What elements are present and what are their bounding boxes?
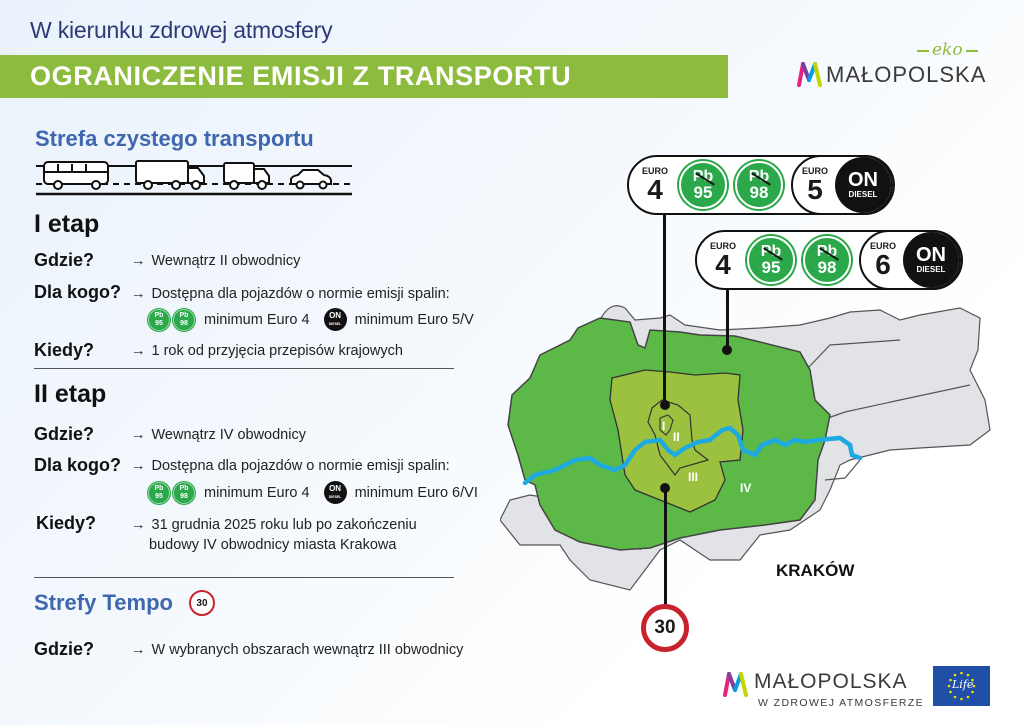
zone-label-ii: II xyxy=(673,430,680,444)
etap2-kiedy-label: Kiedy? xyxy=(36,513,97,533)
krakow-zones-map: I II III IV xyxy=(500,305,991,591)
arrow-right-icon: → xyxy=(131,253,146,269)
arrow-right-icon: → xyxy=(131,343,146,359)
logo-name: MAŁOPOLSKA xyxy=(826,62,987,87)
etap1-kiedy-label: Kiedy? xyxy=(34,340,95,360)
etap2-diesel-norm: minimum Euro 6/VI xyxy=(354,484,478,501)
logo-name: MAŁOPOLSKA xyxy=(754,670,908,693)
speed-limit-30-icon: 30 xyxy=(188,590,215,616)
eko-label: eko xyxy=(914,40,981,60)
arrow-right-icon: → xyxy=(131,642,146,658)
callout-line-etap1 xyxy=(663,210,666,406)
tempo-gdzie-answer: →W wybranych obszarach wewnątrz III obwo… xyxy=(131,642,464,658)
logo-subtitle: W ZDROWEJ ATMOSFERZE xyxy=(758,697,925,709)
etap1-gdzie-label: Gdzie? xyxy=(34,250,95,270)
arrow-right-icon: → xyxy=(131,286,146,302)
malopolska-m-icon xyxy=(723,672,748,697)
etap2-petrol-norm: minimum Euro 4 xyxy=(204,484,310,501)
subtitle: W kierunku zdrowej atmosfery xyxy=(30,17,333,43)
zone-i xyxy=(659,414,674,436)
divider xyxy=(34,577,454,578)
eu-stars-icon xyxy=(947,671,976,701)
etap1-kiedy-answer: →1 rok od przyjęcia przepisów krajowych xyxy=(131,343,403,359)
etap1-dla-kogo-label: Dla kogo? xyxy=(34,282,122,302)
etap1-title: I etap xyxy=(34,210,100,238)
etap2-gdzie-label: Gdzie? xyxy=(34,424,95,444)
zone-label-iii: III xyxy=(688,470,698,484)
arrow-right-icon: → xyxy=(131,427,146,443)
diesel-euro-norm: EURO 6 xyxy=(869,241,896,280)
etap1-diesel-norm: minimum Euro 5/V xyxy=(354,311,474,328)
etap2-kiedy-answer: →31 grudnia 2025 roku lub po zakończeniu… xyxy=(131,517,417,553)
etap1-petrol-norm: minimum Euro 4 xyxy=(204,311,310,328)
petrol-euro-norm: EURO 4 xyxy=(709,241,736,280)
malopolska-m-icon xyxy=(797,62,822,87)
petrol-euro-norm: EURO 4 xyxy=(641,166,668,205)
divider xyxy=(34,368,454,369)
etap2-dla-kogo-label: Dla kogo? xyxy=(34,455,122,475)
city-label: KRAKÓW xyxy=(776,561,855,580)
vehicles-road-illustration xyxy=(36,160,352,196)
etap1-gdzie-answer: →Wewnątrz II obwodnicy xyxy=(131,253,301,269)
eu-life-logo: Life xyxy=(933,666,990,706)
etap2-title: II etap xyxy=(34,380,107,408)
arrow-right-icon: → xyxy=(131,517,146,533)
life-label: Life xyxy=(952,678,974,691)
callout-line-tempo xyxy=(664,488,667,606)
speed-limit-30-sign: 30 xyxy=(641,604,689,652)
van-icon xyxy=(223,162,270,190)
car-icon xyxy=(290,169,332,190)
callout-line-etap2 xyxy=(726,285,729,351)
arrow-right-icon: → xyxy=(131,458,146,474)
eko-malopolska-logo: eko MAŁOPOLSKA xyxy=(796,40,996,95)
section-title-strefa: Strefa czystego transportu xyxy=(35,126,314,151)
page-title-banner: OGRANICZENIE EMISJI Z TRANSPORTU xyxy=(0,55,728,98)
diesel-euro-norm: EURO 5 xyxy=(801,166,828,205)
zone-label-i: I xyxy=(662,419,665,433)
zone-label-iv: IV xyxy=(740,481,751,495)
bus-icon xyxy=(43,161,109,190)
vistula-river xyxy=(522,425,863,486)
etap1-dla-kogo-answer: →Dostępna dla pojazdów o normie emisji s… xyxy=(131,286,450,302)
etap2-gdzie-answer: →Wewnątrz IV obwodnicy xyxy=(131,427,306,443)
tempo-heading: Strefy Tempo 30 xyxy=(34,590,215,616)
section-title-tempo: Strefy Tempo xyxy=(34,590,173,615)
etap2-dla-kogo-answer: →Dostępna dla pojazdów o normie emisji s… xyxy=(131,458,450,474)
tempo-gdzie-label: Gdzie? xyxy=(34,639,95,659)
truck-icon xyxy=(135,160,205,190)
